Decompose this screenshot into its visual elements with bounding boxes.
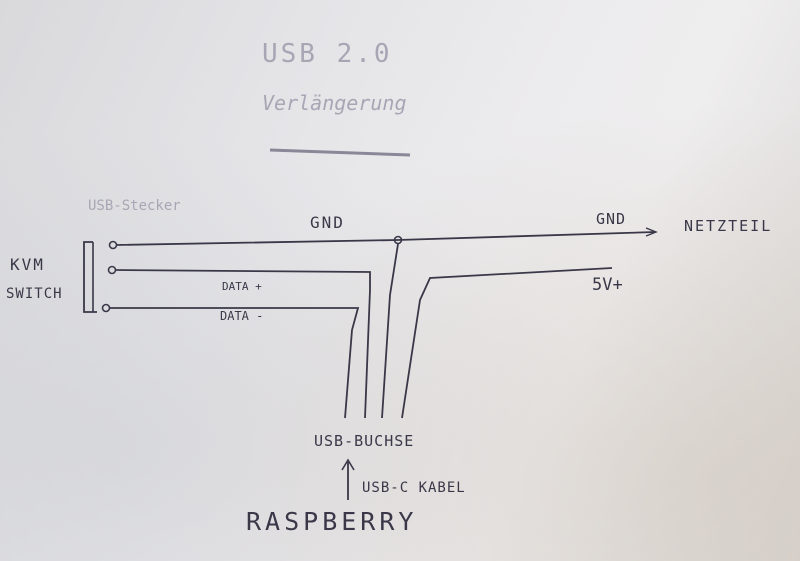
usb-stecker-label: USB-Stecker <box>88 198 181 214</box>
data-plus-wire <box>114 269 371 419</box>
usb-plug-bracket <box>83 241 97 313</box>
gnd-pin <box>108 240 118 250</box>
diagram-subtitle: Verlängerung <box>262 91 407 115</box>
data-plus-label: DATA + <box>222 280 262 293</box>
gnd-arrow <box>645 227 658 237</box>
raspberry-label: RASPBERRY <box>246 507 417 536</box>
usb-c-kabel-label: USB-C KABEL <box>362 480 466 496</box>
gnd-junction <box>393 235 403 245</box>
netzteil-label: NETZTEIL <box>684 217 772 235</box>
gnd-right-label: GND <box>596 210 626 228</box>
usb-buchse-label: USB-BUCHSE <box>314 432 414 450</box>
kvm-label-line1: KVM <box>10 255 45 274</box>
gnd-top-label: GND <box>310 213 345 232</box>
gnd-wire <box>115 231 656 246</box>
diagram-title: USB 2.0 <box>262 39 393 69</box>
five-v-wire <box>401 267 613 419</box>
usb-c-arrow-head <box>341 458 355 471</box>
kvm-label-line2: SWITCH <box>6 286 63 302</box>
five-v-label: 5V+ <box>592 275 623 295</box>
data-plus-pin <box>107 265 117 275</box>
data-minus-pin <box>101 303 111 313</box>
data-minus-label: DATA - <box>220 309 263 323</box>
data-minus-wire <box>109 307 360 419</box>
gnd-drop-wire <box>381 243 399 419</box>
title-underline <box>269 148 411 157</box>
